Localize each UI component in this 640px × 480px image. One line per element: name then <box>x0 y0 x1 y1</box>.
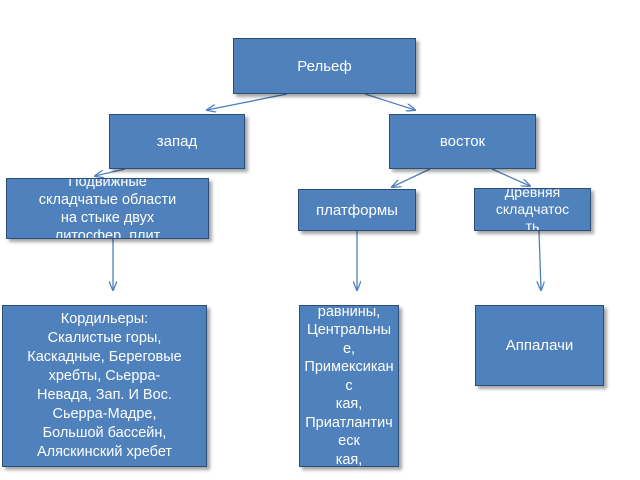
arrow-east-to-platforms <box>392 168 431 187</box>
node-west-label: запад <box>156 133 198 150</box>
node-mobile-fold-areas: Подвижные складчатые области на стыке дв… <box>6 178 209 239</box>
node-ancient-folding-label: Древняя складчатос ть <box>495 188 570 231</box>
arrow-east-to-ancient <box>491 168 530 186</box>
node-appalachians: Аппалачи <box>475 305 604 386</box>
node-ancient-folding: Древняя складчатос ть <box>474 188 591 231</box>
node-west: запад <box>109 114 245 169</box>
node-appalachians-label: Аппалачи <box>505 337 574 354</box>
arrow-root-to-west <box>207 93 288 110</box>
node-east: восток <box>389 114 536 169</box>
node-plains: равнины, Центральны е, Примексикан с кая… <box>299 305 399 467</box>
node-platforms: платформы <box>298 189 416 231</box>
node-relief: Рельеф <box>233 38 416 94</box>
arrow-root-to-east <box>364 93 415 110</box>
node-mobile-fold-areas-label: Подвижные складчатые области на стыке дв… <box>38 178 177 239</box>
node-east-label: восток <box>439 133 486 150</box>
node-relief-label: Рельеф <box>297 57 352 75</box>
node-cordilleras: Кордильеры: Скалистые горы, Каскадные, Б… <box>2 305 207 467</box>
node-cordilleras-label: Кордильеры: Скалистые горы, Каскадные, Б… <box>27 311 182 460</box>
node-platforms-label: платформы <box>316 201 398 219</box>
node-plains-label: равнины, Центральны е, Примексикан с кая… <box>304 305 394 467</box>
arrow-ancient-to-appalachians <box>539 230 541 290</box>
arrow-west-to-fold <box>95 168 126 176</box>
